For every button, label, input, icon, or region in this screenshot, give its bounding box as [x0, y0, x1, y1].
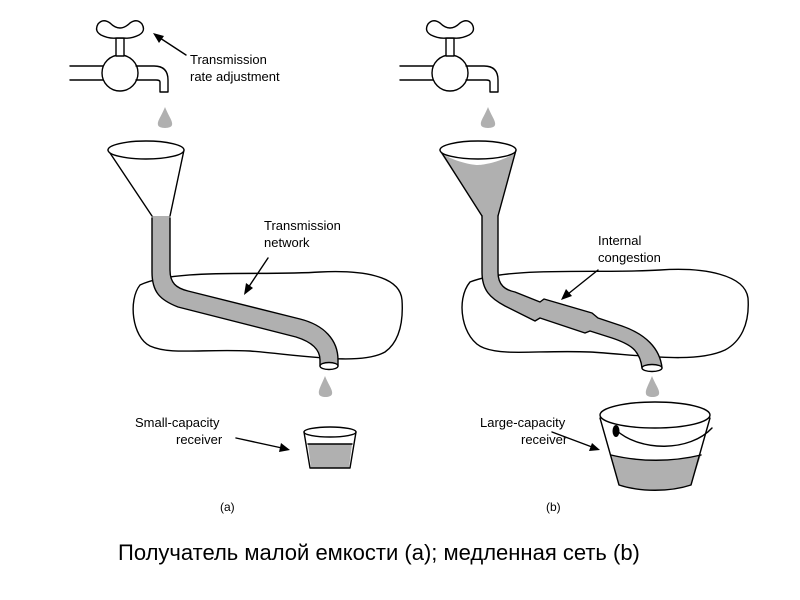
- pipe-b: [481, 215, 663, 373]
- label-small-receiver-1: Small-capacity: [135, 415, 220, 430]
- label-small-receiver-2: receiver: [176, 432, 223, 447]
- label-congestion-1: Internal: [598, 233, 641, 248]
- funnel-a: [107, 140, 185, 221]
- label-congestion-2: congestion: [598, 250, 661, 265]
- panel-b: Internal congestion Large-capacity recei…: [399, 20, 749, 514]
- drop-b2-icon: [645, 376, 660, 397]
- drop-b1-icon: [480, 107, 496, 128]
- figure-caption: Получатель малой емкости (a); медленная …: [118, 540, 640, 565]
- label-network-1: Transmission: [264, 218, 341, 233]
- label-large-receiver-1: Large-capacity: [480, 415, 566, 430]
- label-rate-adjustment-1: Transmission: [190, 52, 267, 67]
- arrows-b: [551, 269, 600, 451]
- network-blob-b: [461, 268, 749, 359]
- large-receiver-bucket: [599, 401, 713, 491]
- label-panel-a: (a): [220, 500, 235, 514]
- panel-a: Transmission rate adjustment Transmissio…: [69, 20, 403, 514]
- label-network-2: network: [264, 235, 310, 250]
- label-rate-adjustment-2: rate adjustment: [190, 69, 280, 84]
- drop-a1-icon: [157, 107, 173, 128]
- label-panel-b: (b): [546, 500, 561, 514]
- faucet-b-icon: [399, 20, 499, 93]
- small-receiver-cup: [303, 426, 357, 469]
- arrows-a: [153, 33, 290, 452]
- label-large-receiver-2: receiver: [521, 432, 568, 447]
- pipe-a: [151, 217, 339, 371]
- drop-a2-icon: [318, 376, 333, 397]
- funnel-b: [439, 140, 517, 217]
- faucet-a-icon: [69, 20, 169, 93]
